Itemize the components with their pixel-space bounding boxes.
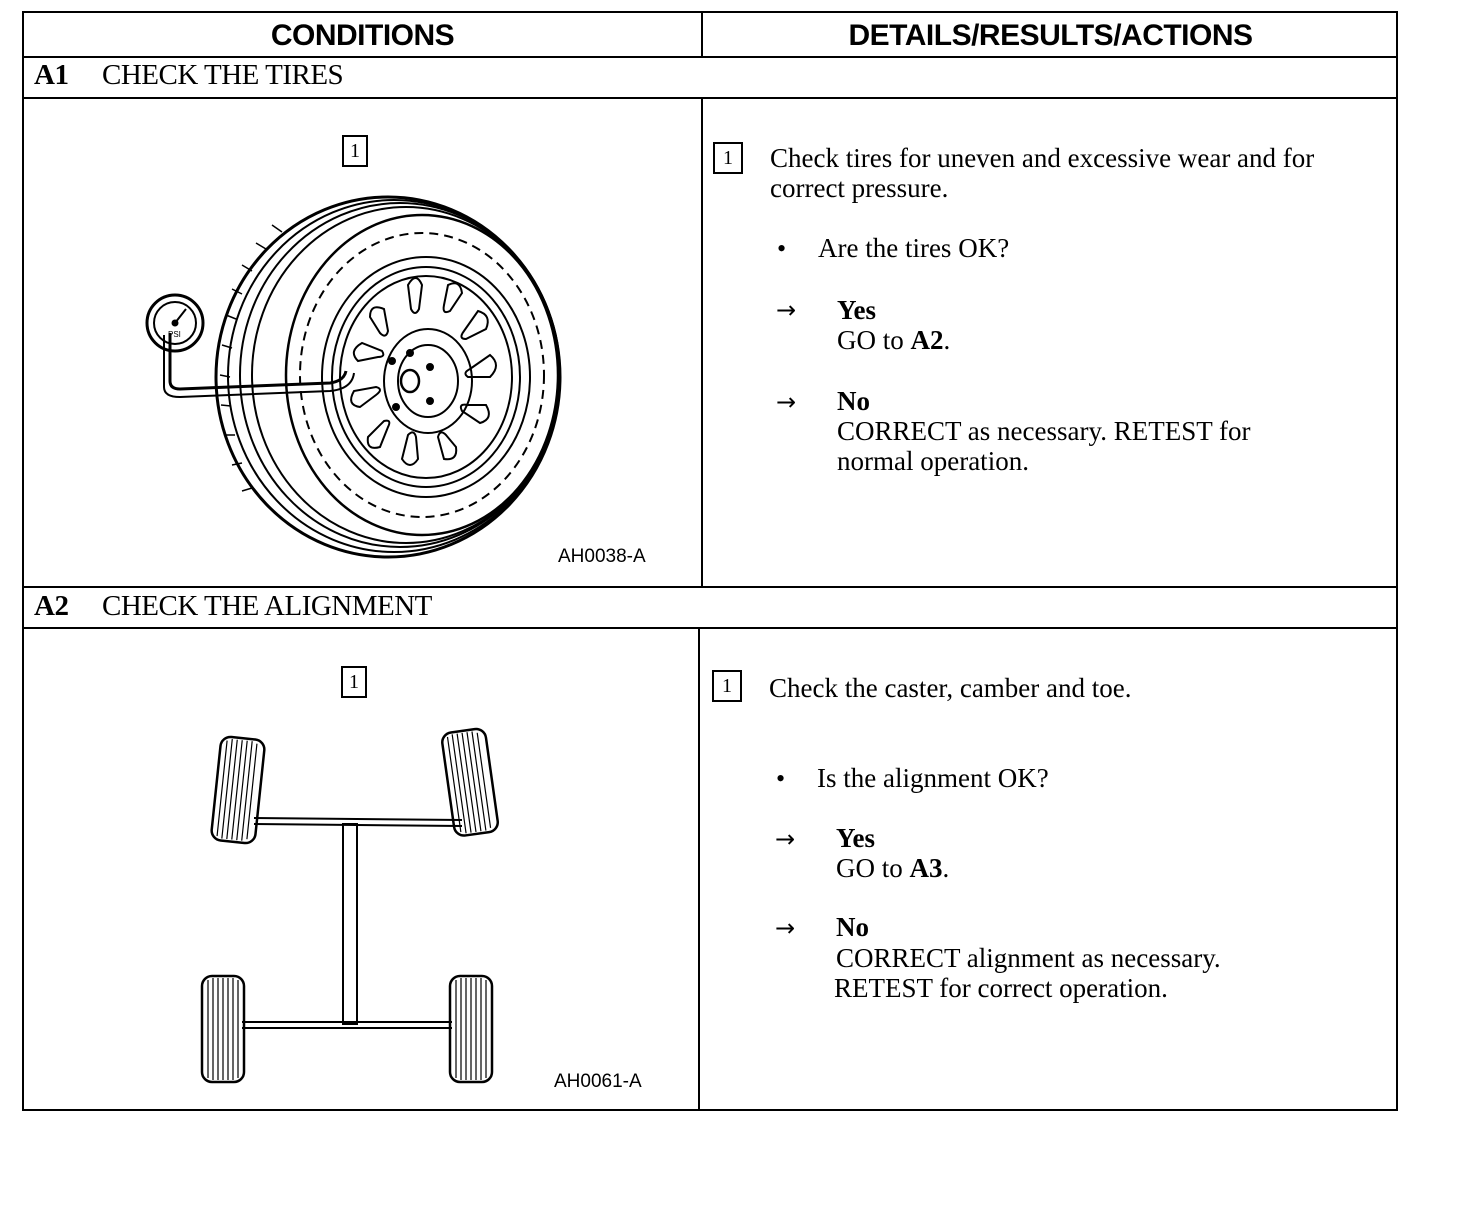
details-heading: DETAILS/RESULTS/ACTIONS: [848, 19, 1253, 52]
tire-pressure-illustration: PSI: [145, 195, 562, 559]
section-a1-name: CHECK THE TIRES: [102, 59, 344, 91]
a2-yes-arrow-icon: →: [775, 825, 796, 853]
a2-yes-action-target: A3: [909, 853, 943, 883]
a2-no-arrow-icon: →: [775, 914, 796, 942]
tire-sidewall: [284, 213, 560, 537]
front-right-tire-icon: [441, 727, 499, 837]
a1-instruction-line1: Check tires for uneven and excessive wea…: [770, 143, 1315, 173]
a2-step-marker: 1: [712, 670, 742, 702]
a2-yes-action: GO to A3.: [836, 853, 949, 883]
gauge-hose: [168, 333, 348, 391]
front-left-tire-icon: [210, 735, 266, 845]
header-divider: [24, 56, 1396, 58]
a2-no-label: No: [836, 912, 869, 942]
a1-step-marker: 1: [713, 142, 743, 174]
a1-yes-label: Yes: [837, 295, 876, 325]
a1-yes-action-suffix: .: [943, 325, 951, 355]
a2-instruction-line1: Check the caster, camber and toe.: [769, 673, 1132, 703]
a2-figure-id: AH0061-A: [554, 1071, 642, 1092]
a1-figure-id: AH0038-A: [558, 546, 646, 567]
gauge-label: PSI: [168, 330, 181, 339]
a1-question: Are the tires OK?: [818, 233, 1010, 263]
header-column-divider: [701, 13, 703, 56]
rear-left-tire-icon: [200, 974, 246, 1084]
a1-column-divider: [701, 97, 703, 586]
a1-no-action-line1: CORRECT as necessary. RETEST for: [837, 416, 1251, 446]
section-a2-id: A2: [34, 590, 69, 622]
a2-question: Is the alignment OK?: [817, 763, 1049, 793]
a2-yes-label: Yes: [836, 823, 875, 853]
rim-slots: [350, 277, 497, 466]
a1-figure-step-marker: 1: [342, 135, 368, 167]
a1-no-label: No: [837, 386, 870, 416]
section-a2-title: A2 CHECK THE ALIGNMENT: [34, 590, 432, 623]
section-a1-id: A1: [34, 59, 69, 91]
a2-top-divider: [24, 586, 1396, 588]
a1-yes-action: GO to A2.: [837, 325, 950, 355]
a2-bullet: •: [776, 764, 786, 793]
a2-column-divider: [698, 627, 700, 1111]
a2-yes-action-prefix: GO to: [836, 853, 910, 883]
a2-no-action-line2: RETEST for correct operation.: [834, 973, 1168, 1003]
section-a1-title: A1 CHECK THE TIRES: [34, 59, 344, 92]
a1-no-action-line2: normal operation.: [837, 446, 1029, 476]
a2-no-action-line1: CORRECT alignment as necessary.: [836, 943, 1221, 973]
a1-instruction-line2: correct pressure.: [770, 173, 949, 203]
wheel-rim: [321, 256, 531, 498]
wheel-alignment-illustration: [200, 727, 499, 1084]
a1-yes-arrow-icon: →: [776, 296, 797, 324]
pressure-gauge-icon: [145, 293, 205, 353]
a2-title-divider: [24, 627, 1396, 629]
a2-figure-step-marker: 1: [341, 666, 367, 698]
a1-no-arrow-icon: →: [776, 388, 797, 416]
conditions-heading: CONDITIONS: [270, 19, 455, 52]
a2-yes-action-suffix: .: [942, 853, 950, 883]
wheel-hub: [383, 328, 473, 434]
rear-right-tire-icon: [448, 974, 494, 1084]
a1-title-divider: [24, 97, 1396, 99]
center-axle-beam: [342, 823, 358, 1025]
a1-bullet: •: [777, 234, 787, 263]
a1-yes-action-prefix: GO to: [837, 325, 911, 355]
section-a2-name: CHECK THE ALIGNMENT: [102, 590, 432, 622]
a1-yes-action-target: A2: [910, 325, 944, 355]
